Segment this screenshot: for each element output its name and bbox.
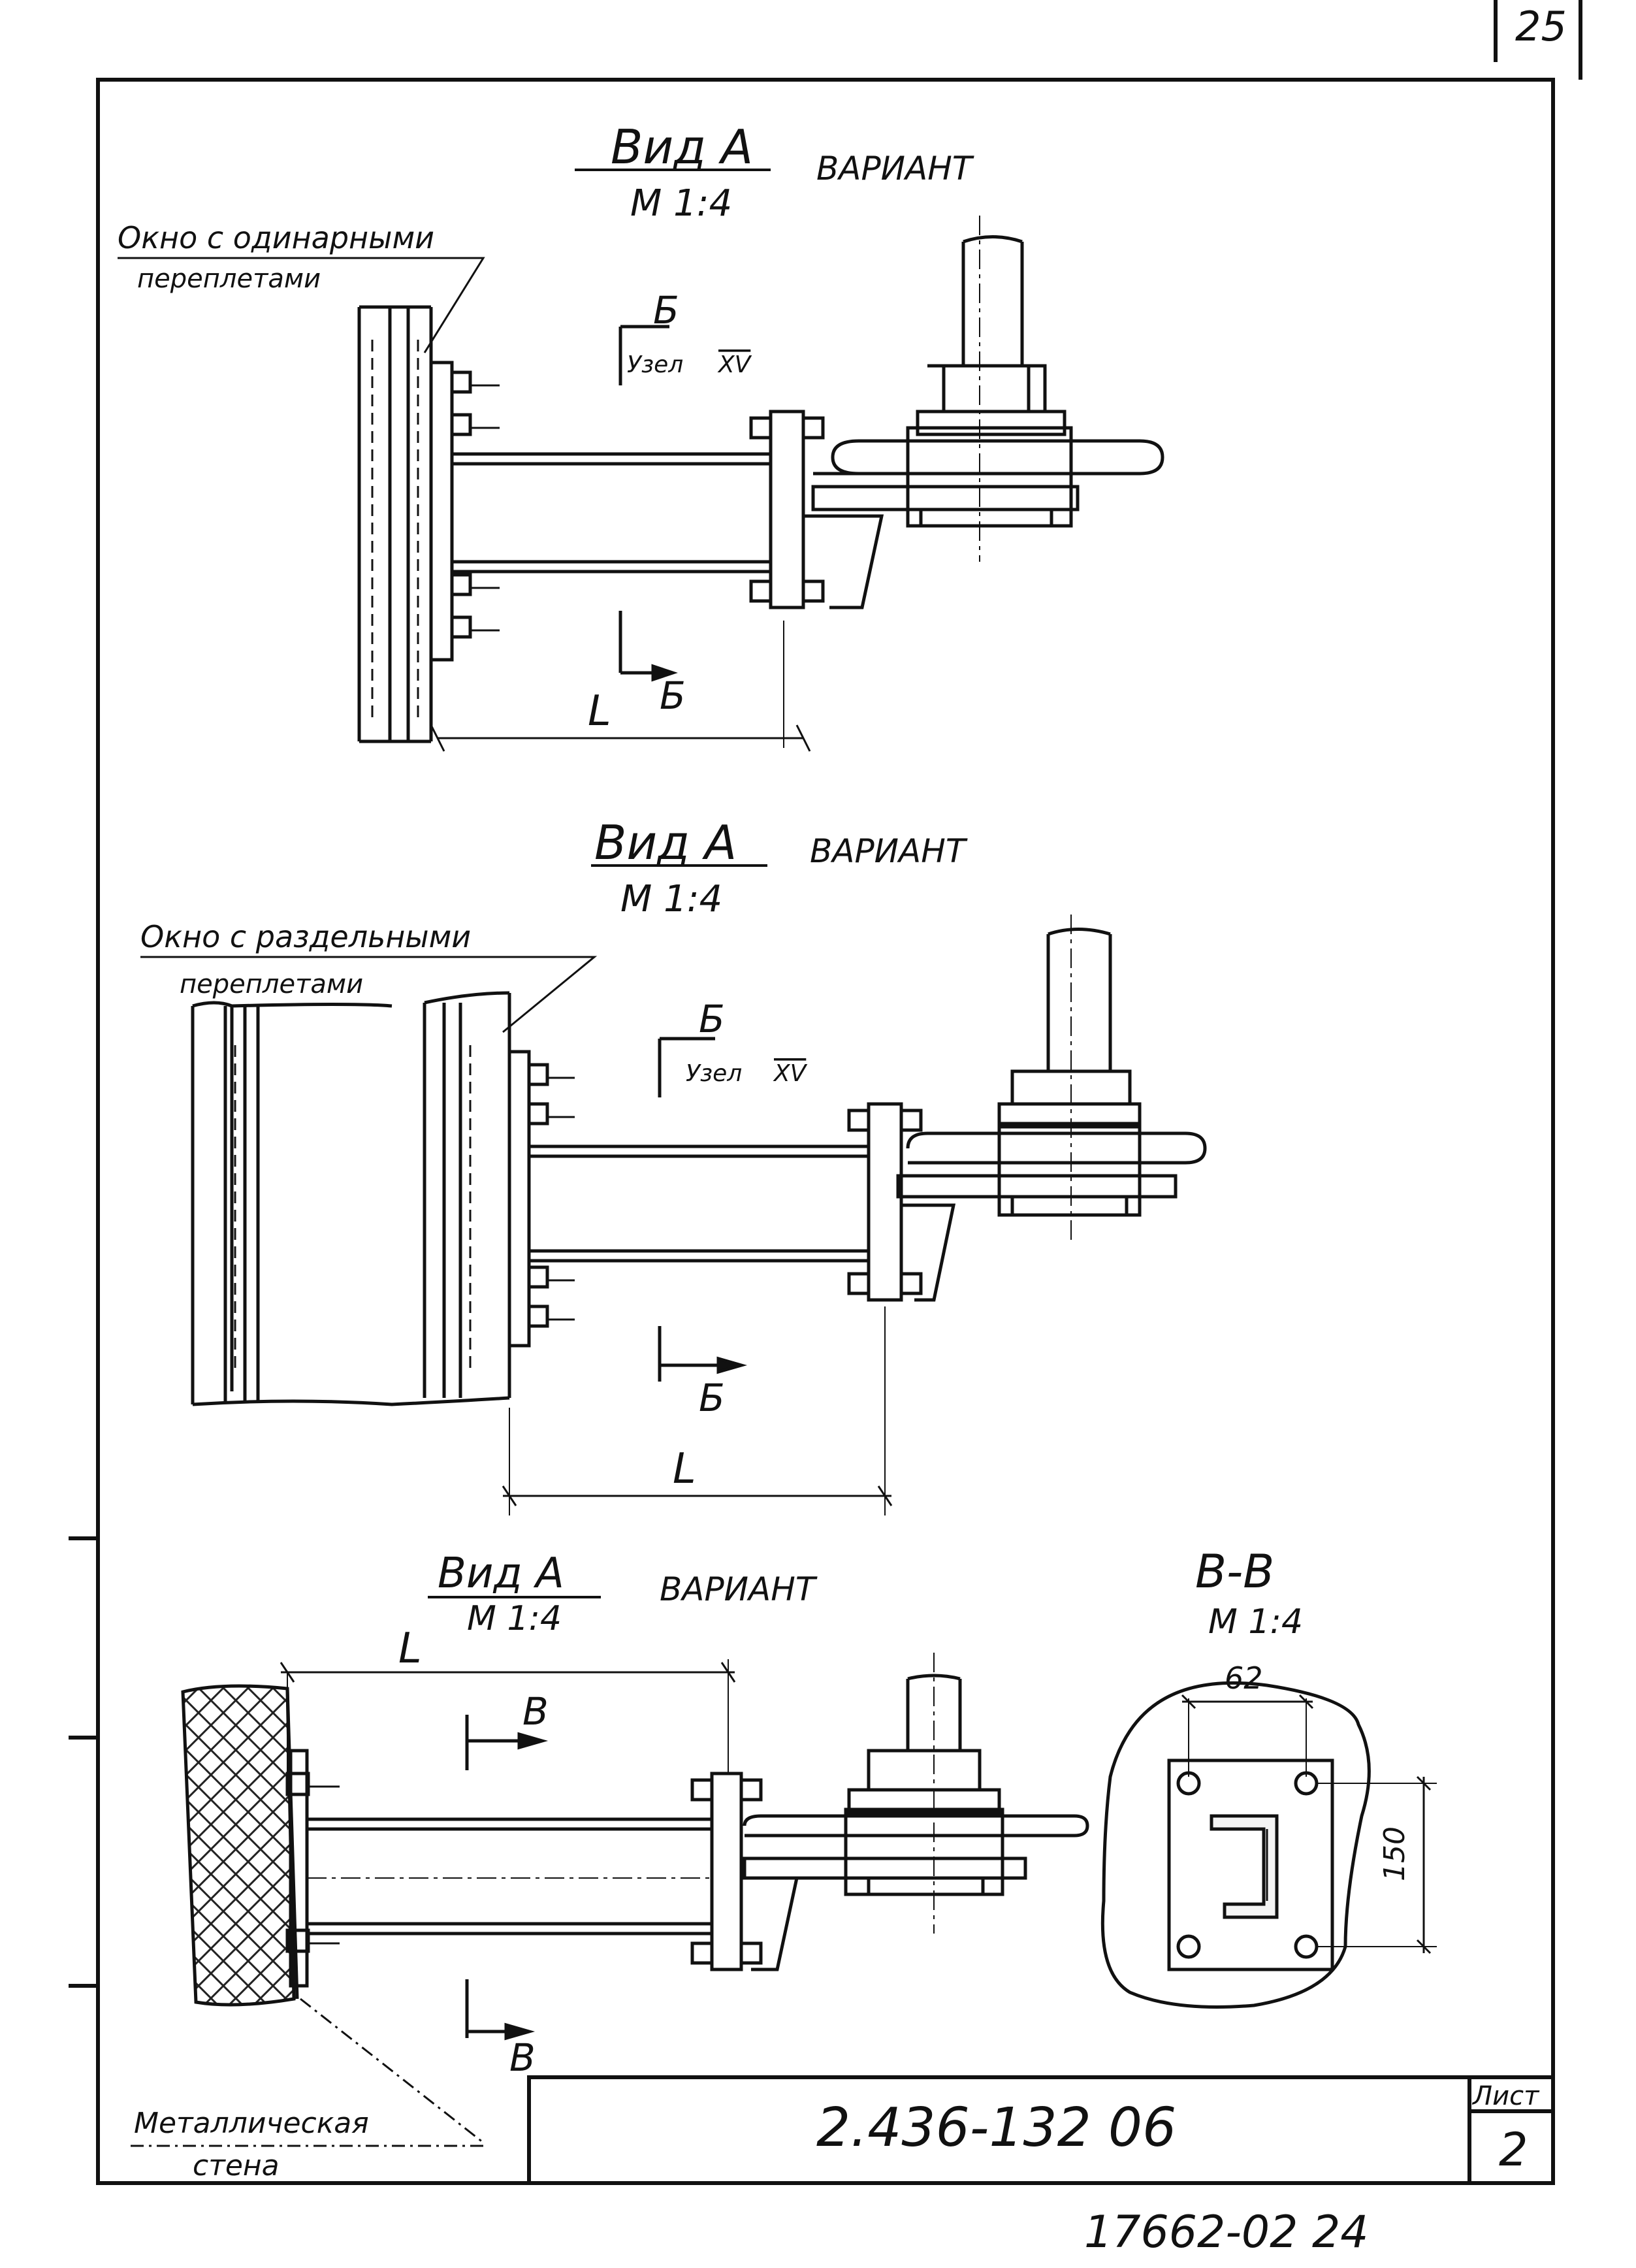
view2-node-number: XV bbox=[773, 1060, 808, 1087]
view1-node-number: XV bbox=[717, 351, 752, 378]
view2-callout-line1: Окно с раздельными bbox=[140, 919, 471, 954]
view1-callout-line1: Окно с одинарными bbox=[118, 220, 434, 255]
view3-title: Вид А bbox=[438, 1549, 564, 1598]
view1-scale: М 1:4 bbox=[630, 182, 732, 225]
view3-section-letter: В bbox=[522, 1689, 549, 1734]
archive-number: 17662-02 24 bbox=[1084, 2207, 1369, 2258]
doc-code: 2.436-132 06 bbox=[816, 2097, 1176, 2159]
view1-section-letter: Б bbox=[653, 288, 679, 332]
view1-node-label: Узел bbox=[627, 351, 683, 378]
section-vv-dim-height: 150 bbox=[1378, 1826, 1411, 1881]
view2-section-letter-bottom: Б bbox=[699, 1376, 725, 1420]
view1-variant: ВАРИАНТ bbox=[816, 150, 974, 187]
view2-title: Вид А bbox=[594, 815, 737, 870]
view3-callout-line2: стена bbox=[193, 2149, 280, 2182]
view2-dim-label: L bbox=[673, 1445, 696, 1493]
view3-scale: М 1:4 bbox=[467, 1599, 562, 1638]
view3-variant: ВАРИАНТ bbox=[660, 1570, 818, 1608]
view3-callout-line1: Металлическая bbox=[134, 2107, 369, 2140]
section-vv-drawing bbox=[1100, 1681, 1437, 2009]
view2-variant: ВАРИАНТ bbox=[810, 832, 968, 870]
view2-callout-line2: переплетами bbox=[180, 969, 363, 999]
view1-title: Вид А bbox=[611, 120, 753, 174]
view3-drawing bbox=[131, 1596, 1089, 2147]
view2-section-letter: Б bbox=[699, 997, 725, 1041]
corner-number: 25 bbox=[1515, 3, 1567, 50]
section-vv-scale: М 1:4 bbox=[1208, 1602, 1303, 1642]
section-vv-dim-width: 62 bbox=[1225, 1660, 1263, 1696]
title-block bbox=[527, 2075, 1555, 2185]
view2-node-label: Узел bbox=[686, 1060, 742, 1087]
section-vv-title: В-В bbox=[1195, 1545, 1274, 1598]
sheet-label: Лист bbox=[1471, 2081, 1540, 2111]
view1-callout-line2: переплетами bbox=[137, 264, 321, 294]
view3-section-letter-bottom: В bbox=[509, 2035, 536, 2080]
view1-dim-label: L bbox=[588, 687, 611, 736]
view2-drawing bbox=[140, 864, 1207, 1515]
sheet-number: 2 bbox=[1499, 2123, 1528, 2177]
view1-section-letter-bottom: Б bbox=[660, 673, 686, 718]
view3-dim-label: L bbox=[398, 1625, 422, 1673]
view2-scale: М 1:4 bbox=[620, 878, 722, 920]
view1-drawing bbox=[118, 169, 1164, 752]
